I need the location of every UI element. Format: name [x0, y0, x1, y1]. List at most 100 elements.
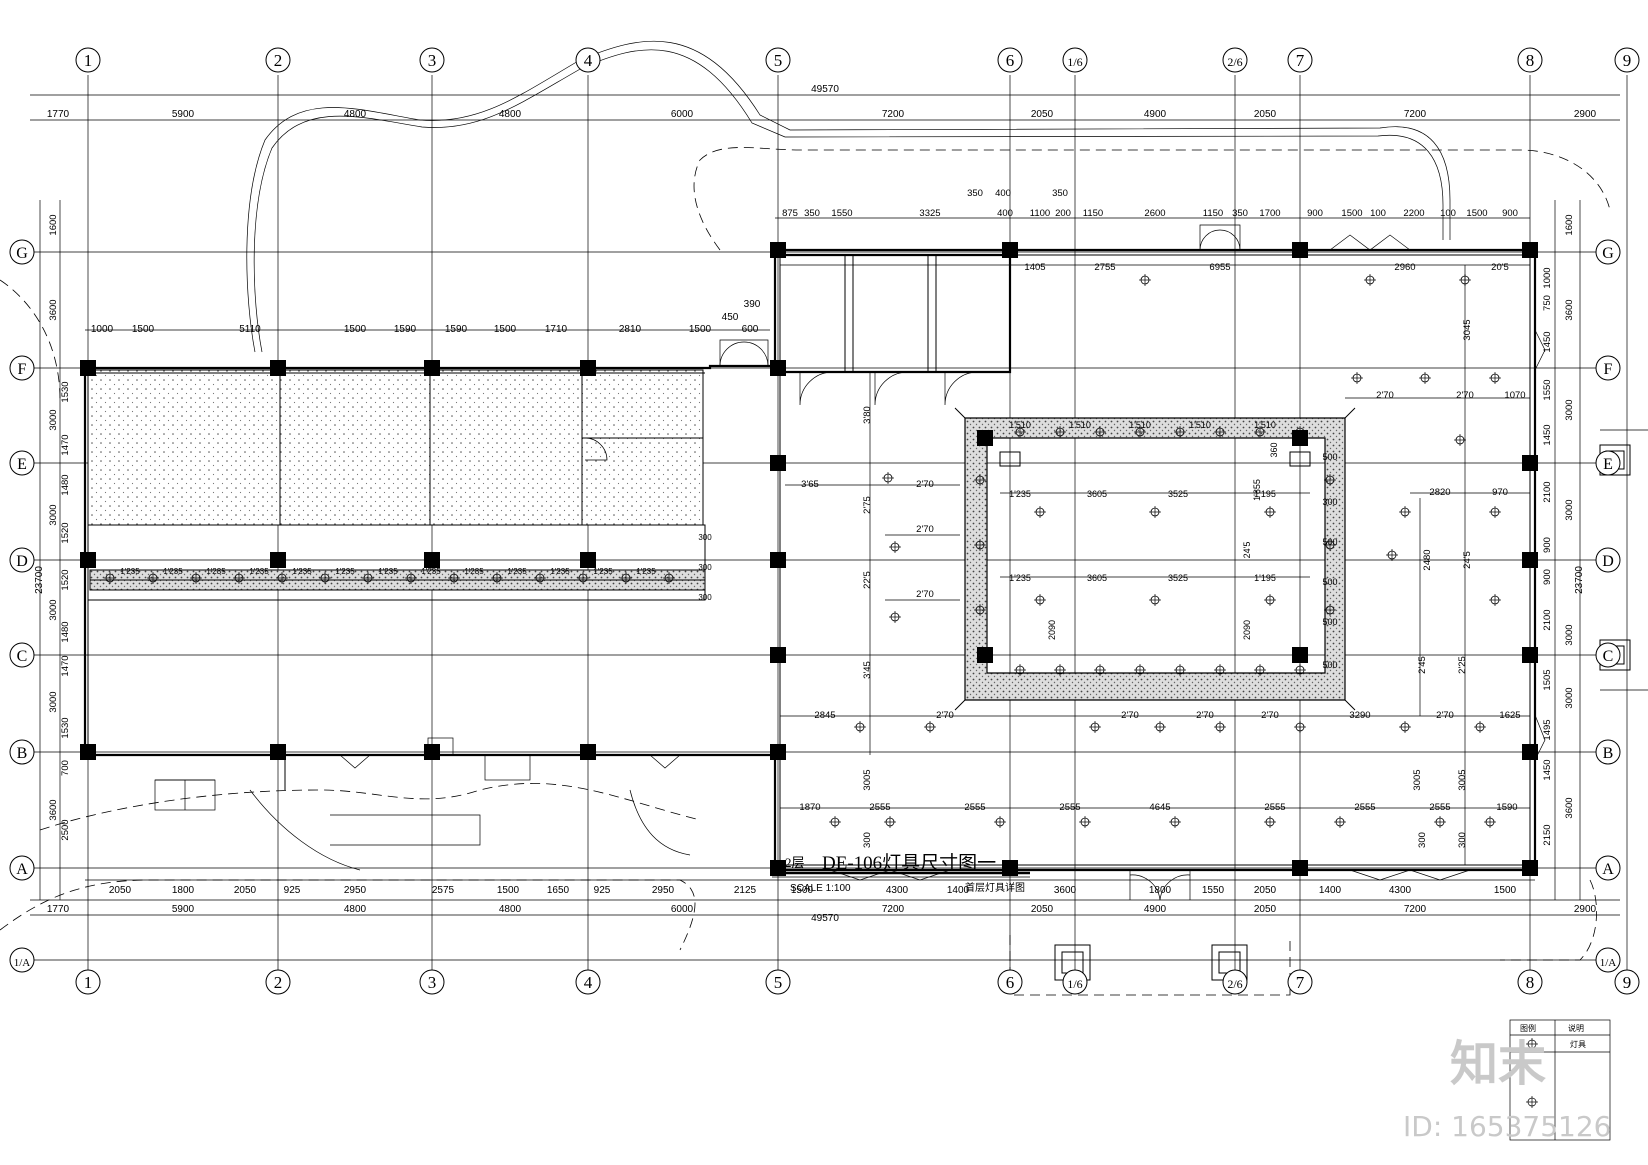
ceiling-light	[1034, 506, 1046, 518]
column	[977, 647, 993, 663]
column	[1002, 242, 1018, 258]
axis-bubble-left: 1/A	[9, 947, 35, 973]
column	[80, 744, 96, 760]
title-main: DE-106灯具尺寸图一	[822, 852, 996, 874]
dim-courtyard: 1'510	[1189, 420, 1211, 430]
axis-label-top: 8	[1526, 51, 1535, 70]
ceiling-light	[1386, 549, 1398, 561]
dim-top: 6000	[671, 109, 694, 120]
overall-dim-bottom: 49570	[811, 913, 839, 924]
column	[1292, 860, 1308, 876]
dim-left: 3000	[48, 504, 59, 525]
axis-label-bottom: 9	[1623, 973, 1632, 992]
dim-courtyard: 1'855	[1252, 479, 1262, 501]
axis-bubble-top: 4	[575, 47, 601, 73]
dim-top: 7200	[882, 109, 905, 120]
axis-bubble-right: E	[1595, 450, 1621, 476]
dim-lighting: 3'65	[801, 479, 819, 490]
dim-lighting: 300	[862, 832, 873, 848]
ceiling-light	[1139, 274, 1151, 286]
column	[770, 242, 786, 258]
axis-label-bottom: 1/6	[1067, 977, 1082, 991]
dim-right: 1450	[1542, 759, 1553, 780]
ceiling-light	[1034, 594, 1046, 606]
ceiling-light	[1054, 426, 1066, 438]
dim-bottom-overall: 4800	[344, 904, 367, 915]
axis-label-left: A	[16, 861, 28, 878]
column	[1292, 647, 1308, 663]
dim-room-top: 3325	[919, 208, 940, 219]
dim-top: 4900	[1144, 109, 1167, 120]
dim-upper-row: 2810	[619, 324, 642, 335]
dim-corridor: 1'235	[550, 567, 570, 576]
dim-upper-row: 600	[742, 324, 759, 335]
dim-lighting: 6955	[1209, 262, 1230, 273]
axis-bubble-right: 1/A	[1595, 947, 1621, 973]
column	[770, 455, 786, 471]
dim-lighting: 2480	[1422, 549, 1433, 570]
ceiling-light	[1014, 426, 1026, 438]
ceiling-light	[854, 721, 866, 733]
overall-dim-right: 23700	[1574, 566, 1585, 594]
dim-bottom: 1500	[791, 885, 814, 896]
axis-label-bottom: 2	[274, 973, 283, 992]
axis-label-left: C	[17, 648, 28, 665]
column	[770, 360, 786, 376]
column	[1522, 860, 1538, 876]
ceiling-light	[829, 816, 841, 828]
dim-top: 4800	[499, 109, 522, 120]
ceiling-light	[1149, 594, 1161, 606]
ceiling-light	[1484, 816, 1496, 828]
axis-label-right: A	[1602, 861, 1614, 878]
axis-label-left: F	[18, 361, 27, 378]
dim-corridor: 1'235	[636, 567, 656, 576]
dim-room-top: 350	[1232, 208, 1248, 219]
axis-label-right: 1/A	[1600, 957, 1617, 969]
dim-corridor: 1'235	[421, 567, 441, 576]
ceiling-light	[448, 572, 460, 584]
dim-lighting: 2'70	[1376, 390, 1394, 401]
axis-label-top: 6	[1006, 51, 1015, 70]
dim-courtyard: 2090	[1047, 620, 1057, 640]
dim-room-top: 875	[782, 208, 798, 219]
ceiling-light	[1154, 721, 1166, 733]
structural-columns	[80, 242, 1538, 876]
dim-lighting: 2'70	[936, 710, 954, 721]
ceiling-light	[190, 572, 202, 584]
ceiling-light	[276, 572, 288, 584]
axis-label-left: 1/A	[14, 957, 31, 969]
dim-courtyard: 360	[1269, 442, 1279, 457]
dim-room-top: 350	[967, 188, 983, 199]
axis-label-bottom: 2/6	[1227, 977, 1242, 991]
column	[770, 744, 786, 760]
dim-bottom: 3600	[1054, 885, 1077, 896]
dim-room-top: 2200	[1403, 208, 1424, 219]
dim-lighting: 2555	[1059, 802, 1080, 813]
axis-bubble-right: F	[1595, 355, 1621, 381]
dim-upper-row: 1500	[494, 324, 517, 335]
column	[1522, 647, 1538, 663]
dim-lighting: 2'70	[916, 524, 934, 535]
dim-bottom: 4300	[1389, 885, 1412, 896]
dim-lighting: 3'45	[862, 661, 873, 679]
column	[580, 360, 596, 376]
ceiling-light	[319, 572, 331, 584]
west-wing-hatched-rooms	[87, 369, 706, 591]
dim-room-top: 1100	[1030, 208, 1050, 219]
dim-bottom: 925	[594, 885, 611, 896]
dim-lighting: 3005	[1412, 769, 1423, 790]
dim-lighting: 2'75	[862, 496, 873, 514]
axis-bubble-left: G	[9, 239, 35, 265]
dim-corridor: 1'235	[335, 567, 355, 576]
ceiling-light	[1474, 721, 1486, 733]
axis-bubble-bottom: 1	[75, 969, 101, 995]
dim-top: 2900	[1574, 109, 1597, 120]
dim-bottom: 2125	[734, 885, 757, 896]
dim-room-top: 350	[804, 208, 820, 219]
ceiling-light	[974, 539, 986, 551]
drawing-title: 2层 2层 DE-106灯具尺寸图一 SCALE 1:100 首层灯具详图	[772, 852, 1030, 894]
dim-courtyard: 2090	[1242, 620, 1252, 640]
dim-left: 1530	[60, 381, 71, 402]
